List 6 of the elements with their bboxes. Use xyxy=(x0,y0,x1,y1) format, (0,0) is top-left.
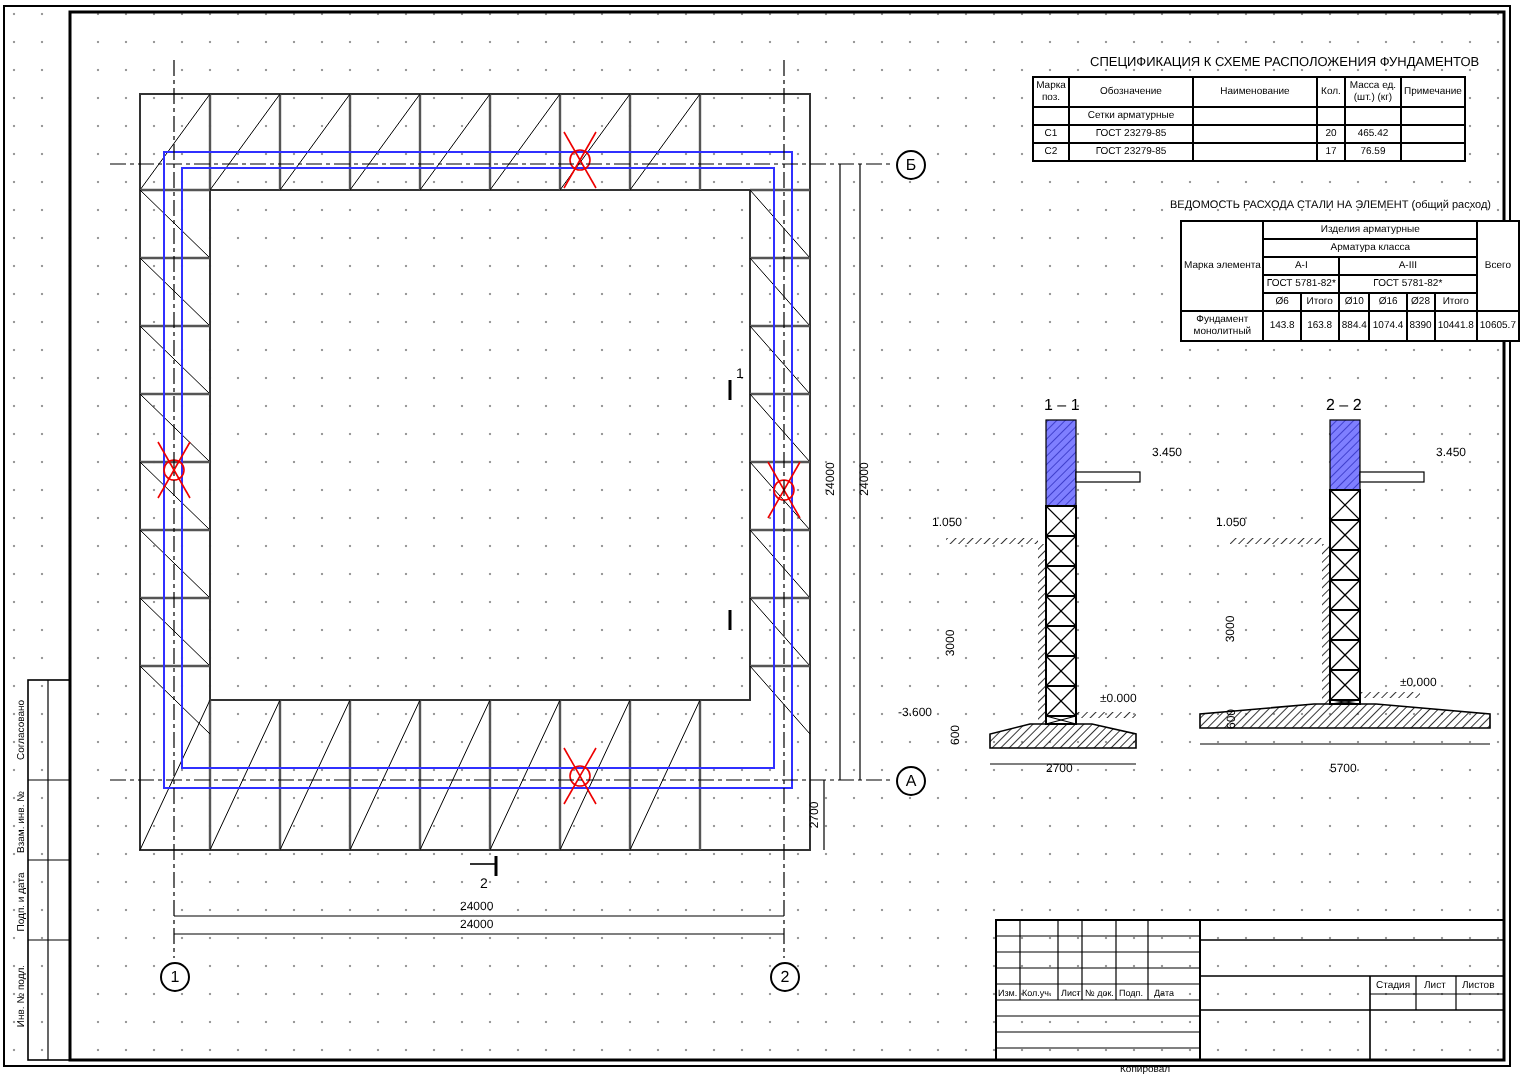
axis-marker: Б xyxy=(896,150,926,180)
axis-marker: 1 xyxy=(160,962,190,992)
section-title: 1 – 1 xyxy=(1044,396,1080,414)
axis-marker: 2 xyxy=(770,962,800,992)
section-title: 2 – 2 xyxy=(1326,396,1362,414)
axis-marker: А xyxy=(896,766,926,796)
